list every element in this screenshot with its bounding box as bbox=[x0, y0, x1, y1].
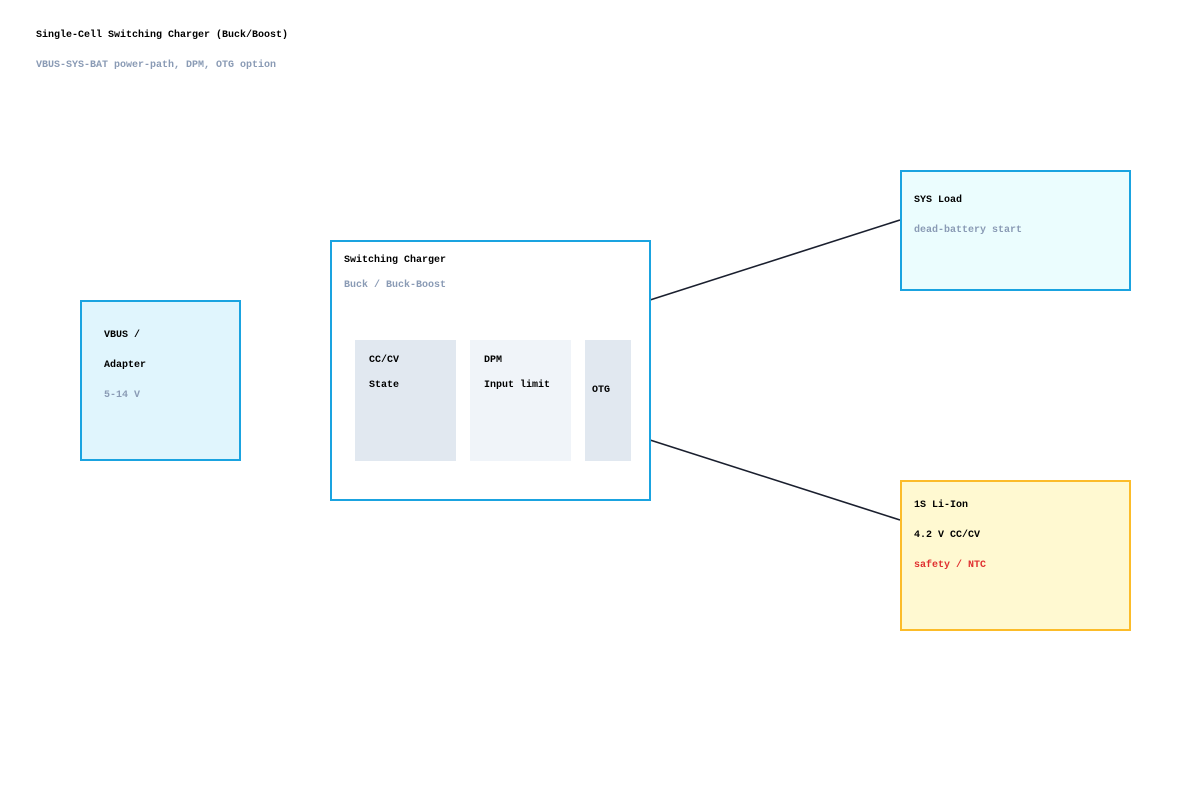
wire-charger-to-sys bbox=[649, 219, 901, 301]
battery-safety-note: safety / NTC bbox=[914, 560, 987, 571]
battery-block[interactable] bbox=[900, 480, 1131, 631]
sys-load-block[interactable] bbox=[900, 170, 1131, 291]
adapter-label-line1: VBUS / bbox=[104, 330, 141, 341]
adapter-block[interactable] bbox=[80, 300, 241, 461]
charger-title: Switching Charger bbox=[344, 255, 447, 266]
diagram-subtitle: VBUS-SYS-BAT power-path, DPM, OTG option bbox=[36, 60, 277, 71]
diagram-title: Single-Cell Switching Charger (Buck/Boos… bbox=[36, 30, 289, 41]
cccv-label-line1: CC/CV bbox=[369, 355, 400, 366]
charger-subtitle: Buck / Buck-Boost bbox=[344, 280, 447, 291]
wire-charger-to-battery bbox=[649, 439, 901, 521]
sys-load-title: SYS Load bbox=[914, 195, 963, 206]
dpm-label-line2: Input limit bbox=[484, 380, 551, 391]
otg-label: OTG bbox=[592, 385, 611, 396]
sys-load-note: dead-battery start bbox=[914, 225, 1023, 236]
dpm-label-line1: DPM bbox=[484, 355, 503, 366]
otg-block[interactable] bbox=[585, 340, 631, 461]
dpm-block[interactable] bbox=[470, 340, 571, 461]
adapter-voltage: 5-14 V bbox=[104, 390, 141, 401]
battery-title: 1S Li-Ion bbox=[914, 500, 969, 511]
cccv-state-block[interactable] bbox=[355, 340, 456, 461]
cccv-label-line2: State bbox=[369, 380, 400, 391]
adapter-label-line2: Adapter bbox=[104, 360, 147, 371]
battery-spec: 4.2 V CC/CV bbox=[914, 530, 981, 541]
